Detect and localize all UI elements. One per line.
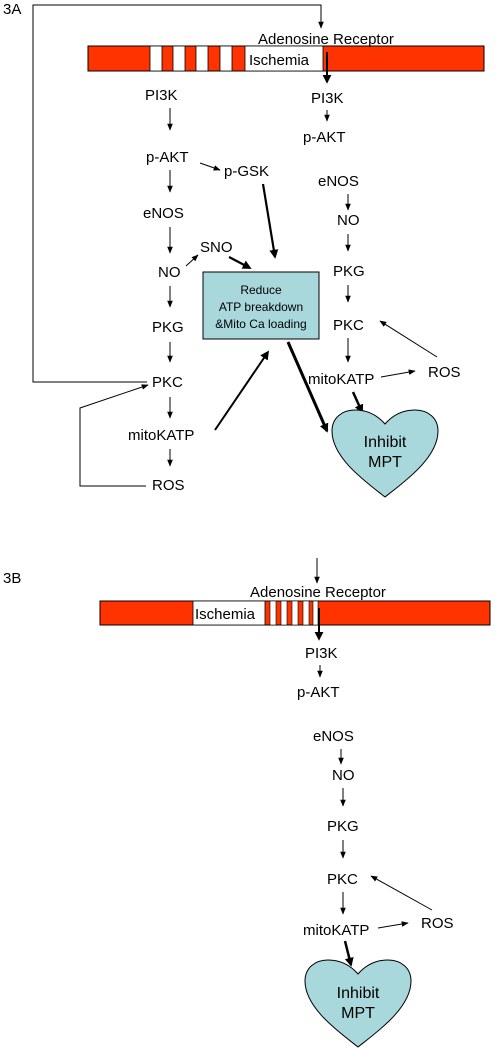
membrane-stripe [149,45,163,72]
arrow-no-sno [185,254,199,267]
b-no-label: NO [332,767,355,784]
membrane-stripe [172,45,186,72]
ischemia-region-3a [244,45,324,72]
center-box-line3: &Mito Ca loading [215,317,306,331]
arrow-ros-pkc-right [379,320,438,358]
right-mitokatp-label: mitoKATP [308,371,374,388]
membrane-stripe [219,45,233,72]
receptor-label-3a: Adenosine Receptor [258,31,394,48]
arrow-ros-pkc-3b [370,875,433,911]
arrow-sno-box [228,256,252,269]
ros-feedback-line-3a [79,384,149,487]
right-pi3k-label: PI3K [311,90,344,107]
panel-3a: 3A Ischemia Adenosine Receptor PI3K p-AK… [3,1,485,498]
left-ros-label: ROS [152,477,185,494]
ischemia-label-3b: Ischemia [195,606,256,623]
heart-shape-3b [304,959,412,1048]
b-pi3k-label: PI3K [305,645,338,662]
arrow-mitokatp-box [214,350,270,431]
membrane-stripe [291,600,299,626]
center-box [202,271,320,340]
right-pkc-label: PKC [333,317,364,334]
left-pkc-label: PKC [152,374,183,391]
left-no-label: NO [158,264,181,281]
left-sno-label: SNO [200,239,233,256]
b-pkg-label: PKG [327,818,359,835]
ischemia-region-3b [192,600,266,626]
left-pkg-label: PKG [152,319,184,336]
arrow-mitokatp-heart-3b [343,940,354,967]
arrow-pakt-pgsk [199,162,221,171]
heart-line2-3b: MPT [341,1005,375,1022]
right-no-label: NO [337,212,360,229]
heart-line2-3a: MPT [368,454,402,471]
left-pgsk-label: p-GSK [224,163,269,180]
left-enos-label: eNOS [143,205,184,222]
center-box-line2: ATP breakdown [219,300,303,314]
panel-3b: 3B Adenosine Receptor Ischemia PI3K p-AK… [3,558,491,1048]
arrow-pgsk-box [261,183,279,259]
panel-label-3a: 3A [3,1,21,18]
b-mitokatp-label: mitoKATP [303,922,369,939]
right-enos-label: eNOS [318,173,359,190]
heart-shape-3a [331,409,439,498]
panel-label-3b: 3B [3,570,21,587]
right-pakt-label: p-AKT [303,129,346,146]
center-box-line1: Reduce [240,283,282,297]
b-pakt-label: p-AKT [297,684,340,701]
right-pkg-label: PKG [333,263,365,280]
heart-line1-3b: Inhibit [337,985,380,1002]
receptor-label-3b: Adenosine Receptor [250,584,386,601]
heart-line1-3a: Inhibit [364,434,407,451]
left-pi3k-label: PI3K [145,87,178,104]
membrane-stripe [302,600,310,626]
arrow-mitokatp-ros-3b [377,921,409,929]
b-enos-label: eNOS [313,728,354,745]
membrane-stripe [312,600,319,626]
feedback-loop-line-3a [32,4,324,383]
ischemia-label-3a: Ischemia [249,52,310,69]
b-ros-label: ROS [421,915,454,932]
left-pakt-label: p-AKT [146,149,189,166]
membrane-stripe [280,600,288,626]
arrow-mitokatp-heart-right [351,391,364,414]
membrane-stripe [269,600,277,626]
right-ros-label: ROS [428,364,461,381]
membrane-stripe [195,45,209,72]
left-mitokatp-label: mitoKATP [128,427,194,444]
arrow-mitokatp-ros-right [380,369,416,378]
arrow-box-heart [286,341,329,433]
b-pkc-label: PKC [327,871,358,888]
